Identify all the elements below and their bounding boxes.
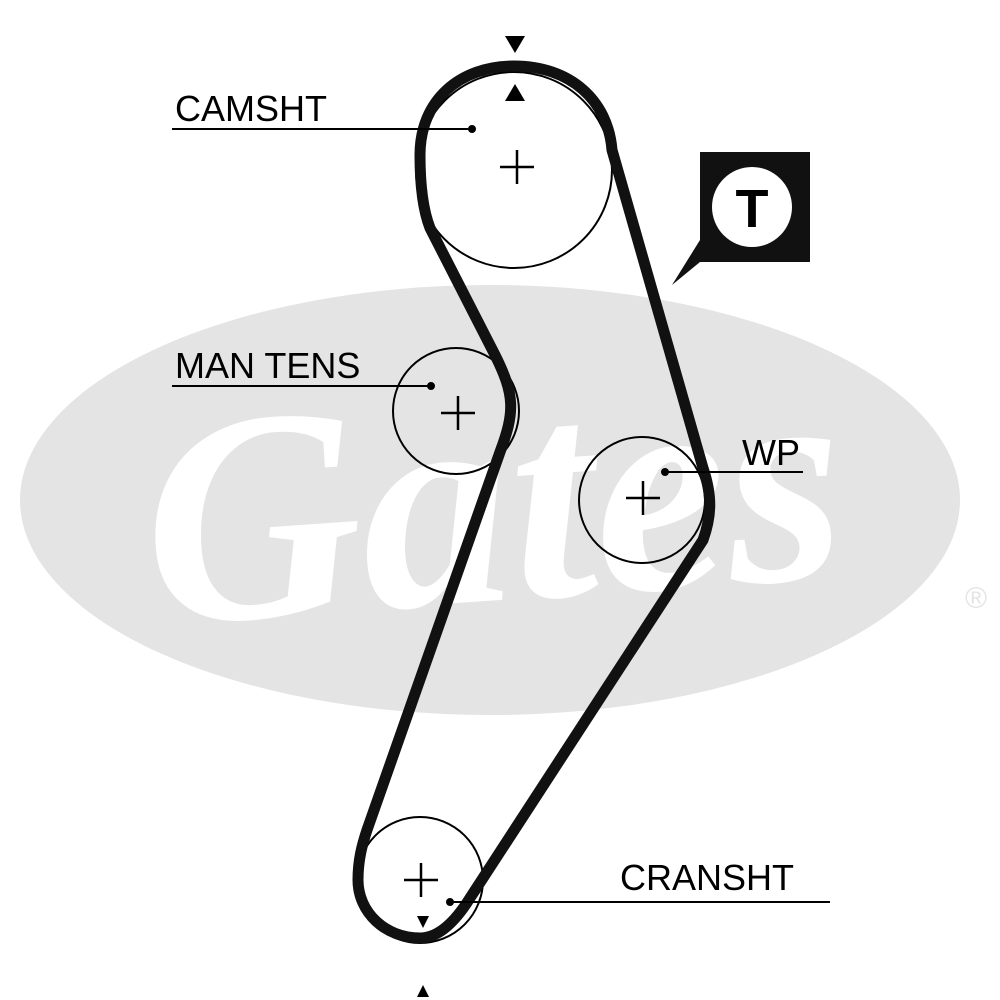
water-pump-leader-dot — [661, 468, 669, 476]
crankshaft-leader-dot — [446, 898, 454, 906]
crank-timing-mark-top — [417, 916, 429, 928]
crankshaft-center-cross — [404, 863, 438, 897]
gates-watermark-logo: Gates ® — [20, 285, 987, 715]
tensioner-badge-circle — [712, 167, 792, 247]
watermark-registered-mark: ® — [965, 582, 987, 615]
crankshaft-label: CRANSHT — [620, 857, 794, 898]
watermark-ellipse — [20, 285, 960, 715]
tensioner-badge-letter: T — [736, 179, 769, 239]
manual-tensioner-pulley — [392, 347, 520, 475]
crank-timing-mark-bottom — [417, 985, 429, 997]
manual-tensioner-label: MAN TENS — [175, 345, 360, 386]
camshaft-pulley — [415, 71, 613, 269]
timing-belt — [352, 60, 716, 944]
camshaft-label: CAMSHT — [175, 88, 327, 129]
tensioner-badge: T — [672, 152, 810, 285]
camshaft-center-cross — [500, 150, 534, 184]
tensioner-leader-dot — [427, 382, 435, 390]
water-pump-label: WP — [742, 432, 800, 473]
watermark-wordmark: Gates — [132, 309, 853, 689]
cam-timing-mark-top — [505, 36, 525, 53]
water-pump-center-cross — [626, 481, 660, 515]
camshaft-leader-dot — [468, 125, 476, 133]
tensioner-center-cross — [441, 396, 475, 430]
cam-timing-mark-bottom — [505, 84, 525, 101]
